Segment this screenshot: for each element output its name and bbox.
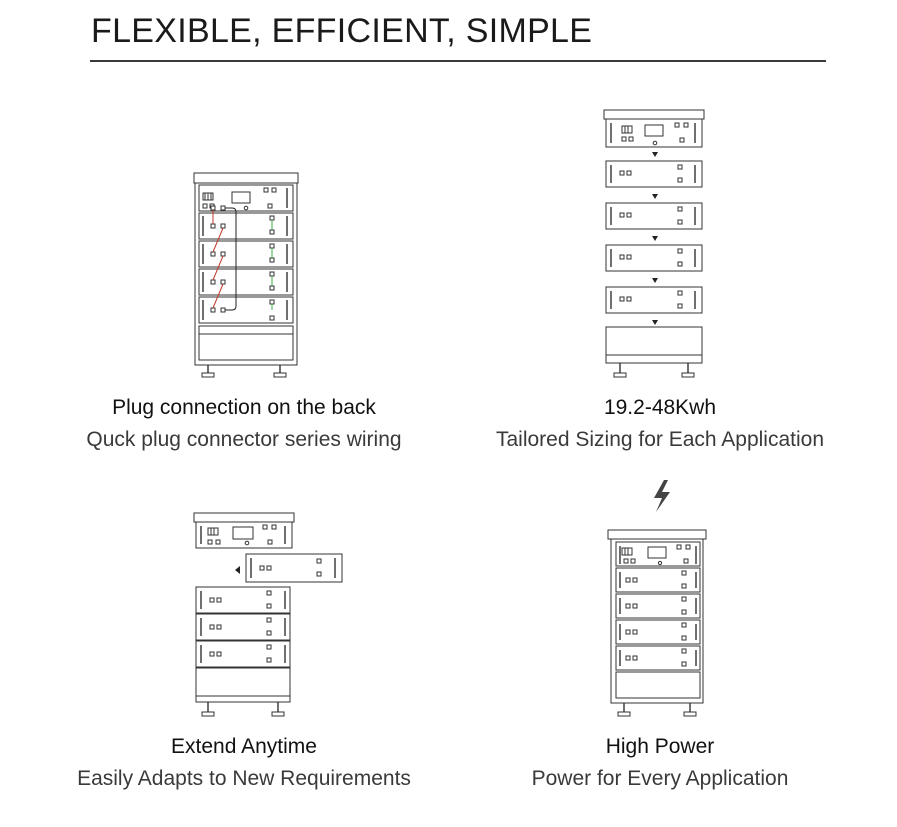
feature-subtitle-capacity: Tailored Sizing for Each Application (495, 428, 825, 451)
feature-subtitle-extend: Easily Adapts to New Requirements (77, 767, 411, 790)
feature-subtitle-plug-connection: Quck plug connector series wiring (86, 428, 402, 451)
feature-subtitle-high-power: Power for Every Application (531, 767, 789, 790)
feature-title-extend: Extend Anytime (171, 735, 317, 758)
title-divider (90, 60, 826, 62)
stacked-modules-icon (603, 109, 705, 378)
lightning-icon (654, 480, 670, 512)
battery-rack-back-icon (193, 172, 299, 378)
lightning-rack-icon (607, 480, 707, 717)
feature-title-high-power: High Power (605, 735, 715, 758)
feature-title-capacity: 19.2-48Kwh (603, 396, 717, 419)
feature-title-plug-connection: Plug connection on the back (112, 396, 376, 419)
insert-module-icon (193, 512, 343, 717)
page-title: FLEXIBLE, EFFICIENT, SIMPLE (91, 12, 593, 50)
